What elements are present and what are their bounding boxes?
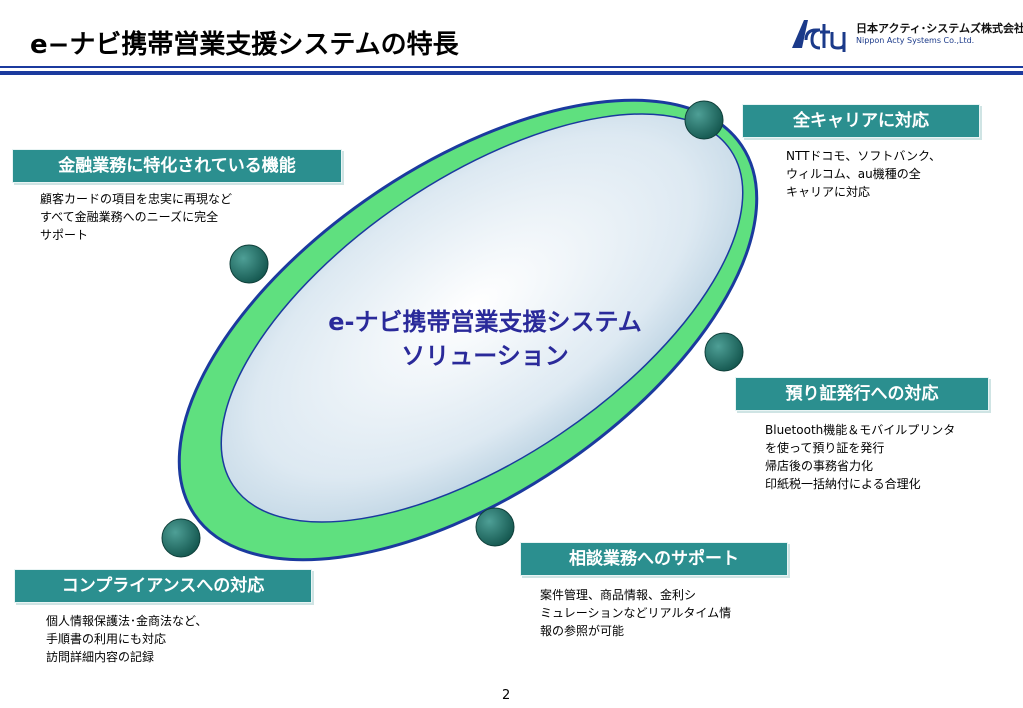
desc-carrier: NTTドコモ、ソフトバンク、 ウィルコム、au機種の全 キャリアに対応 bbox=[786, 149, 941, 199]
node-carrier bbox=[684, 100, 724, 140]
header-rule-thin bbox=[0, 66, 1023, 68]
center-title-line1: e-ナビ携帯営業支援システム bbox=[328, 308, 642, 336]
header-rule-thick bbox=[0, 71, 1023, 75]
desc-consult: 案件管理、商品情報、金利シ ミュレーションなどリアルタイム情 報の参照が可能 bbox=[540, 588, 732, 638]
desc-compliance: 個人情報保護法･金商法など、 手順書の利用にも対応 訪問詳細内容の記録 bbox=[46, 614, 208, 664]
node-compliance bbox=[161, 518, 201, 558]
center-title: e-ナビ携帯営業支援システム ソリューション bbox=[280, 305, 690, 373]
slide-title: e−ナビ携帯営業支援システムの特長 bbox=[30, 30, 459, 60]
node-receipt bbox=[704, 332, 744, 372]
company-logo: 日本アクティ･システムズ株式会社 Nippon Acty Systems Co.… bbox=[790, 14, 1023, 54]
acty-logo-icon bbox=[792, 20, 846, 52]
label-financial: 金融業務に特化されている機能 bbox=[12, 149, 342, 183]
center-title-line2: ソリューション bbox=[401, 342, 569, 370]
node-financial bbox=[229, 244, 269, 284]
label-consult: 相談業務へのサポート bbox=[520, 542, 788, 576]
desc-receipt: Bluetooth機能＆モバイルプリンタ を使って預り証を発行 帰店後の事務省力… bbox=[765, 423, 956, 491]
label-carrier: 全キャリアに対応 bbox=[742, 104, 980, 138]
label-compliance: コンプライアンスへの対応 bbox=[14, 569, 312, 603]
node-consult bbox=[475, 507, 515, 547]
company-name-en: Nippon Acty Systems Co.,Ltd. bbox=[856, 36, 975, 45]
inner-ellipse bbox=[220, 113, 744, 523]
page-number: 2 bbox=[502, 688, 511, 703]
label-receipt: 預り証発行への対応 bbox=[735, 377, 989, 411]
desc-financial: 顧客カードの項目を忠実に再現など すべて金融業務へのニーズに完全 サポート bbox=[40, 192, 233, 242]
company-name-ja: 日本アクティ･システムズ株式会社 bbox=[856, 22, 1023, 35]
